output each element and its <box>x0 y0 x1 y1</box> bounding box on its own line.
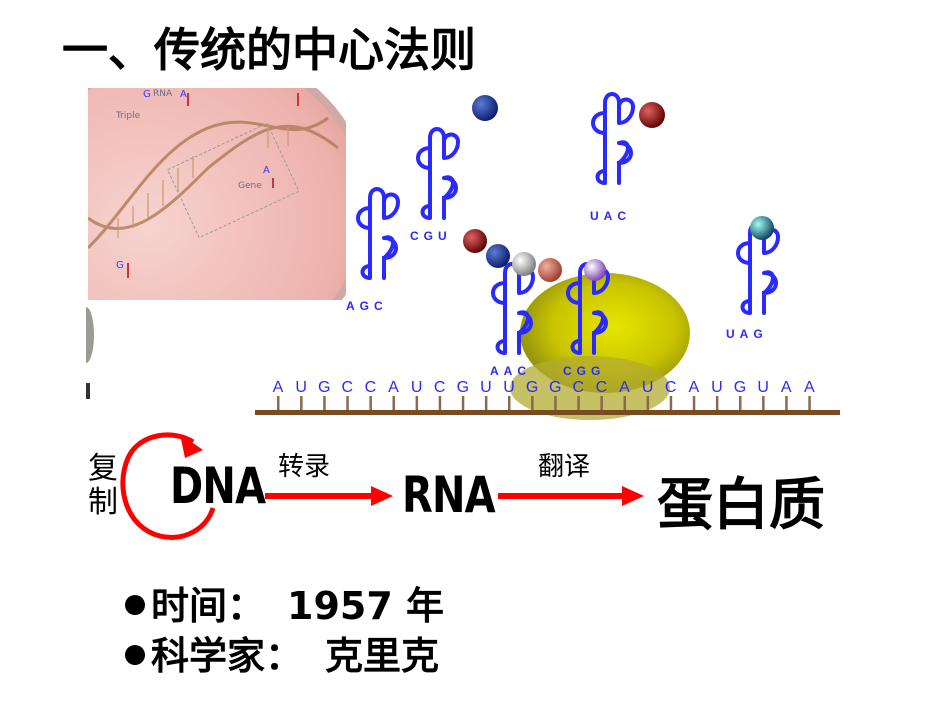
mrna-tick <box>785 396 788 410</box>
mrna-base: G <box>526 379 538 396</box>
mrna-base: A <box>273 379 284 396</box>
mrna-base: U <box>411 379 423 396</box>
bullet-time: 时间： 1957 年 <box>125 575 444 630</box>
anticodon-aac: AAC <box>490 364 531 378</box>
bullet-time-label: 时间： <box>151 584 266 628</box>
replication-circle-arrow <box>120 432 216 540</box>
mrna-tick <box>392 396 395 410</box>
mrna-base: C <box>665 379 677 396</box>
mrna-base: C <box>434 379 446 396</box>
mrna-base: C <box>573 379 585 396</box>
peptide-bead <box>512 252 536 276</box>
protein-label: 蛋白质 <box>657 473 825 538</box>
bullet-scientist-label: 科学家： <box>151 634 304 678</box>
mrna-tick <box>531 396 534 410</box>
mrna-base: G <box>318 379 330 396</box>
ribosome-small-subunit <box>510 356 670 420</box>
mrna-tick <box>554 396 557 410</box>
transcription-arrow <box>265 486 393 506</box>
mrna-tick <box>323 396 326 410</box>
cell-label-gene: Gene <box>238 181 262 191</box>
bullet-dot-icon <box>125 644 145 665</box>
bullet-time-value: 1957 年 <box>287 584 445 628</box>
anticodon-cgu: CGU <box>410 229 452 243</box>
amino-acid-bead <box>639 102 665 128</box>
mrna-base: A <box>804 379 815 396</box>
mrna-tick <box>669 396 673 410</box>
mrna-base: U <box>295 379 307 396</box>
mrna-base: C <box>596 379 608 396</box>
mrna-tick <box>369 396 372 410</box>
rna-label: RNA <box>402 466 496 524</box>
cell-label-g2: G <box>116 260 124 271</box>
cell-label-a2: A <box>263 165 270 176</box>
trna-uac <box>591 92 635 185</box>
mrna-tick <box>762 396 765 410</box>
mrna-base: A <box>619 379 630 396</box>
mrna-base: U <box>642 379 654 396</box>
mrna-base: U <box>711 379 723 396</box>
cell-label-a1: A <box>180 89 187 100</box>
cell-label-rna: RNA <box>153 89 173 99</box>
mrna-base: U <box>757 379 769 396</box>
peptide-bead <box>538 258 562 282</box>
mrna-base: G <box>549 379 561 396</box>
mrna-tick <box>346 396 349 410</box>
mrna-base: A <box>781 379 792 396</box>
cell-label-triple: Triple <box>115 111 141 121</box>
mrna-tick <box>277 396 280 410</box>
bullet-scientist: 科学家： 克里克 <box>125 625 439 680</box>
mrna-tick <box>623 396 626 410</box>
decorative-sliver <box>78 305 96 400</box>
anticodon-cgg: CGG <box>563 364 605 378</box>
mrna-base: C <box>342 379 354 396</box>
slide-title: 一、传统的中心法则 <box>62 23 476 77</box>
mrna-tick <box>808 396 811 410</box>
mrna-base: G <box>457 379 469 396</box>
peptide-bead <box>486 244 510 268</box>
mrna-backbone <box>255 396 840 415</box>
anticodon-agc: AGC <box>346 299 388 313</box>
dna-label: DNA <box>170 457 266 515</box>
bullet-dot-icon <box>125 594 145 615</box>
trna-cgu <box>416 127 460 220</box>
amino-acid-bead <box>472 95 498 121</box>
mrna-tick <box>484 396 488 410</box>
translation-label: 翻译 <box>538 452 591 482</box>
anticodon-uag: UAG <box>726 327 768 341</box>
cell-label-g1: G <box>143 89 151 100</box>
mrna-tick <box>646 396 650 410</box>
replication-label: 复制 <box>88 451 118 520</box>
mrna-base: U <box>503 379 515 396</box>
mrna-tick <box>438 396 442 410</box>
mrna-tick <box>508 396 511 410</box>
anticodon-uac: UAC <box>590 209 631 223</box>
mrna-base: C <box>365 379 377 396</box>
mrna-tick <box>461 396 465 410</box>
cell-dna-illustration: Triple Gene RNA G A A G <box>88 88 346 300</box>
mrna-base: G <box>734 379 746 396</box>
mrna-tick <box>600 396 603 410</box>
amino-acid-bead <box>584 259 606 281</box>
peptide-bead <box>463 229 487 253</box>
mrna-base: A <box>388 379 399 396</box>
mrna-tick <box>715 396 719 410</box>
bullet-scientist-value: 克里克 <box>325 634 440 678</box>
translation-arrow <box>498 486 644 506</box>
mrna-tick <box>577 396 580 410</box>
mrna-tick <box>300 396 303 410</box>
mrna-tick <box>415 396 419 410</box>
trna-agc <box>356 187 400 280</box>
mrna-tick <box>692 396 696 410</box>
transcription-label: 转录 <box>278 452 331 482</box>
mrna-tick <box>739 396 742 410</box>
mrna-base: A <box>688 379 699 396</box>
mrna-base: U <box>480 379 492 396</box>
amino-acid-bead <box>750 216 774 240</box>
